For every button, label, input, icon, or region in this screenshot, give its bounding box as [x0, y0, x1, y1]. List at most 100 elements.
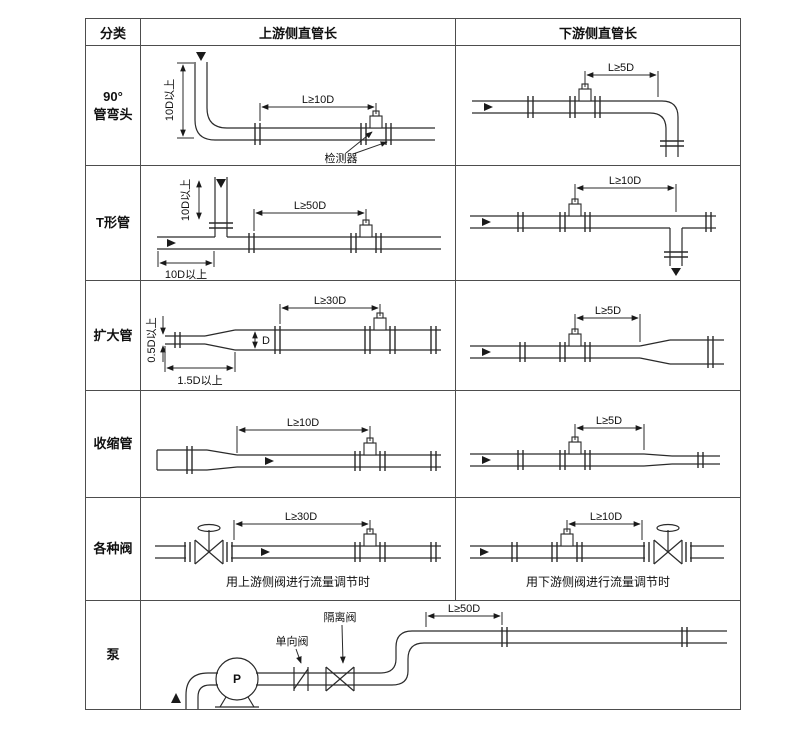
small-bore-dimension: 0.5D以上 — [145, 315, 166, 362]
end-flange — [680, 627, 688, 647]
flow-arrow-up-icon — [170, 693, 181, 703]
pipe-expander — [164, 328, 441, 351]
end-flange — [696, 452, 704, 468]
category-elbow: 90° 管弯头 — [85, 45, 141, 166]
flow-arrow-icon — [481, 218, 491, 226]
valves-upstream-drawing: L≥30D — [154, 511, 441, 565]
length-dimension: L≥30D — [233, 511, 370, 540]
length-dimension: L≥10D — [566, 511, 642, 540]
cell-reducer-upstream: L≥10D — [140, 390, 456, 498]
flow-arrow-icon — [260, 548, 270, 556]
length-dimension: L≥50D — [425, 603, 502, 627]
category-elbow-line1: 90° — [103, 88, 123, 104]
dimension-label: L≥10D — [286, 417, 318, 429]
header-downstream: 下游侧直管长 — [455, 18, 741, 46]
flow-meter — [353, 528, 386, 562]
inlet-flange — [185, 446, 193, 474]
row-pump: 泵 P — [85, 600, 741, 710]
flow-arrow-icon — [483, 102, 493, 111]
row-reducer: 收缩管 — [85, 390, 741, 498]
pipe-expander — [469, 338, 724, 365]
taper-dimension-label: 1.5D以上 — [177, 374, 222, 387]
row-expander: 扩大管 0.5D以上 — [85, 280, 741, 391]
elbow-upstream-drawing: 10D以上 L≥10D — [163, 51, 435, 164]
flange — [516, 212, 524, 232]
flow-arrow-icon — [481, 456, 491, 464]
pipe-reducer — [469, 453, 720, 467]
flange — [518, 341, 526, 362]
flow-arrow-icon — [166, 238, 176, 247]
flow-meter — [558, 198, 591, 232]
length-dimension: L≥50D — [253, 200, 366, 231]
flow-meter — [359, 109, 392, 145]
cell-reducer-downstream: L≥5D — [455, 390, 741, 498]
dimension-label: L≥10D — [608, 175, 640, 187]
category-valves: 各种阀 — [85, 497, 141, 601]
detector-note: 检测器 — [324, 131, 388, 164]
dimension-label: L≥50D — [293, 200, 325, 212]
flange — [273, 325, 281, 354]
category-tee: T形管 — [85, 165, 141, 281]
end-flange — [429, 325, 437, 354]
flow-arrow-down-icon — [215, 178, 226, 188]
pipe-90-elbow — [471, 99, 679, 157]
end-flange — [706, 335, 714, 368]
dimension-label: L≥10D — [589, 511, 621, 523]
flow-meter — [550, 528, 583, 562]
bottom-flange — [659, 139, 684, 147]
inlet-flange — [173, 331, 181, 348]
tee-upstream-drawing: 10D以上 L≥50D — [156, 176, 441, 280]
cell-pump: P 隔离阀 — [140, 600, 741, 710]
reducer-downstream-drawing: L≥5D — [469, 415, 720, 470]
flange — [253, 122, 261, 145]
cell-valves-upstream: L≥30D 用上游侧阀进行流量调节时 — [140, 497, 456, 601]
control-valve — [183, 523, 233, 565]
pipe-tee — [156, 176, 441, 250]
diameter-dimension: D — [251, 330, 270, 349]
dimension-label: L≥10D — [301, 94, 333, 106]
flange — [516, 450, 524, 470]
row-valves: 各种阀 — [85, 497, 741, 601]
cell-tee-downstream: L≥10D — [455, 165, 741, 281]
vertical-dimension-label: 10D以上 — [163, 78, 176, 120]
category-pump: 泵 — [85, 600, 141, 710]
dimension-label: L≥30D — [284, 511, 316, 523]
pipe-90-elbow — [193, 61, 435, 141]
row-elbow: 90° 管弯头 10D以上 — [85, 45, 741, 166]
vertical-dimension: 10D以上 — [163, 62, 194, 138]
end-flange — [704, 212, 712, 232]
reducer-upstream-drawing: L≥10D — [155, 417, 441, 474]
upstream-valve-caption: 用上游侧阀进行流量调节时 — [225, 575, 370, 589]
vertical-dimension-label: 10D以上 — [179, 178, 192, 220]
pipe — [154, 545, 441, 559]
pipe-run — [184, 630, 727, 709]
pipe-installation-table: 分类 上游侧直管长 下游侧直管长 90° 管弯头 10D以上 — [85, 18, 741, 710]
cell-expander-downstream: L≥5D — [455, 280, 741, 391]
category-reducer: 收缩管 — [85, 390, 141, 498]
flow-meter — [558, 436, 591, 470]
pump-label: P — [232, 672, 240, 686]
expander-downstream-drawing: L≥5D — [469, 305, 724, 368]
length-dimension: L≥30D — [279, 295, 380, 324]
pipe-reducer — [155, 449, 441, 471]
dimension-label: L≥5D — [595, 415, 621, 427]
length-dimension: L≥10D — [236, 417, 370, 453]
cell-elbow-downstream: L≥5D — [455, 45, 741, 166]
length-dimension: L≥5D — [574, 305, 640, 342]
branch-flange — [208, 221, 233, 229]
flow-arrow-down-icon — [670, 268, 681, 276]
taper-dimension: 1.5D以上 — [164, 345, 235, 387]
inlet-dimension-label: 10D以上 — [164, 268, 206, 280]
flange — [500, 627, 508, 647]
isolation-valve-label: 隔离阀 — [323, 610, 356, 624]
vertical-dimension: 10D以上 — [179, 178, 202, 221]
flange — [526, 95, 534, 118]
handwheel-icon — [655, 523, 680, 533]
detector-label: 检测器 — [324, 151, 357, 164]
length-dimension: L≥5D — [574, 415, 644, 450]
dimension-label: L≥5D — [594, 305, 620, 317]
flange — [247, 232, 255, 253]
length-dimension: L≥10D — [259, 94, 376, 121]
end-flange — [429, 451, 437, 471]
